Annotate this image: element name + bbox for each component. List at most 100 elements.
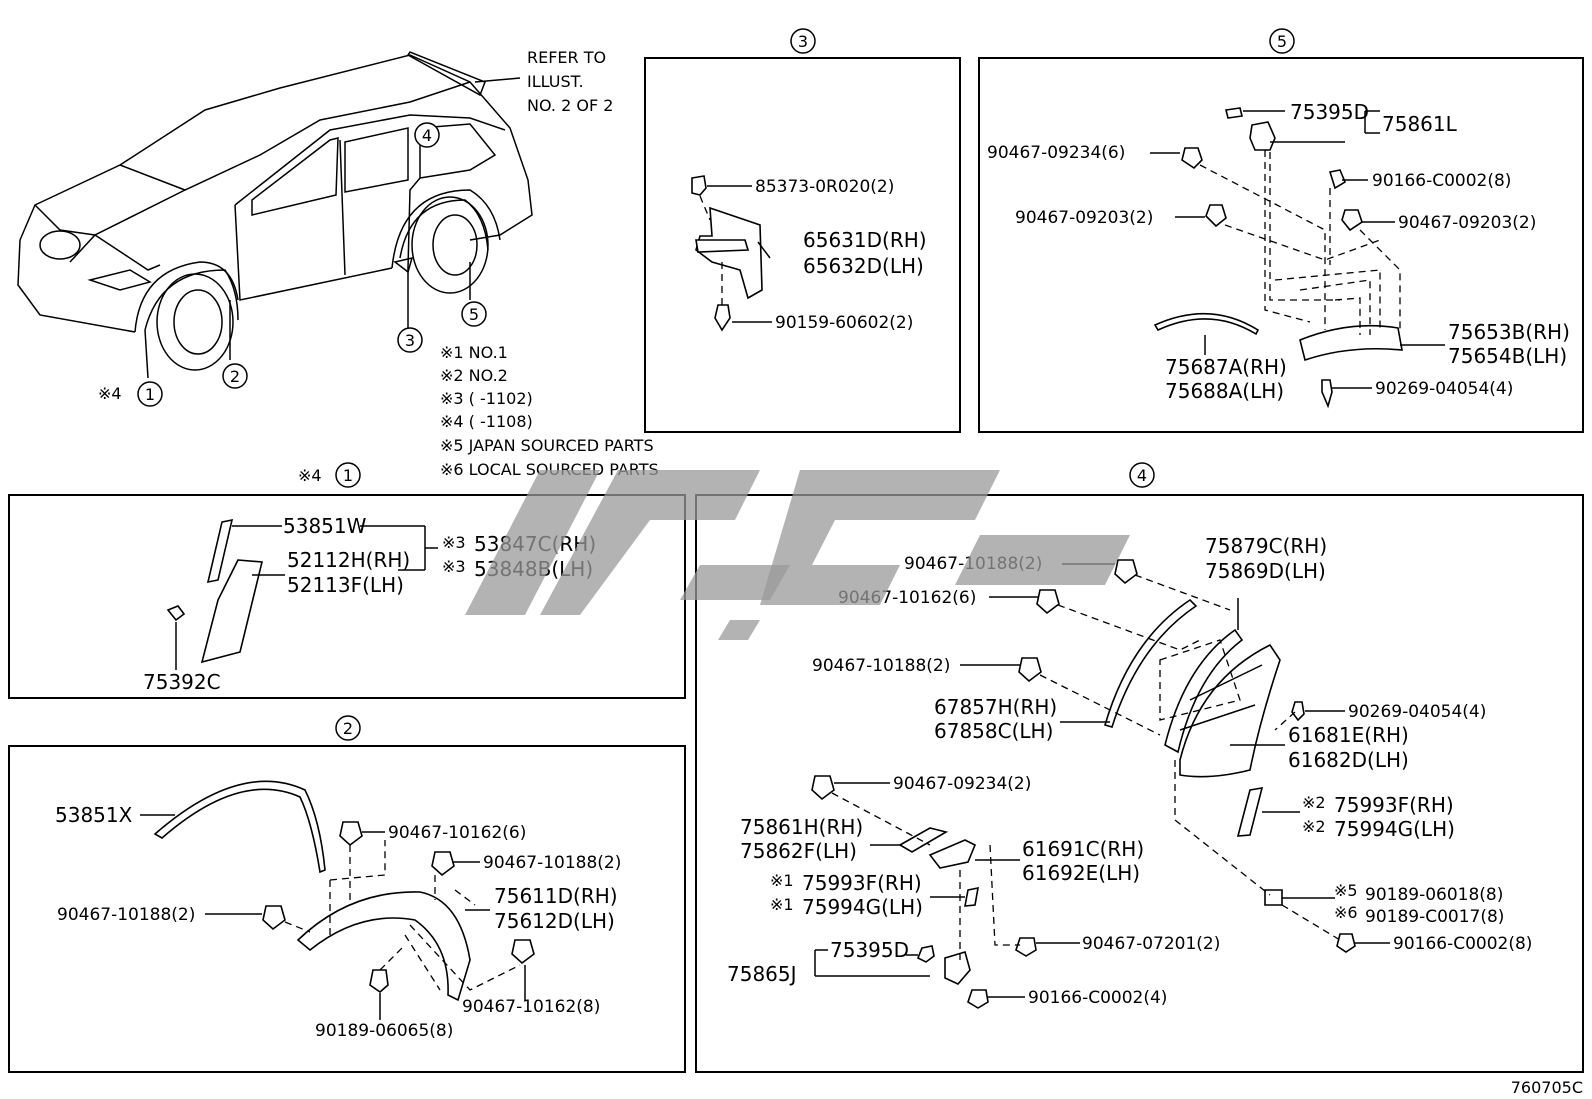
label-star6: ※6 <box>1334 903 1358 922</box>
label-75865j: 75865J <box>727 962 797 986</box>
label-90467-10188-p4b: 90467-10188(2) <box>812 656 950 676</box>
label-85373: 85373-0R020(2) <box>755 177 894 197</box>
label-53851w: 53851W <box>283 514 367 538</box>
moulding-67857h <box>1104 598 1198 728</box>
liner-75879c <box>1164 628 1244 754</box>
label-75994g-p4a: 75994G(LH) <box>1334 817 1455 841</box>
bracket-75865j <box>944 950 971 985</box>
panel-5: 5 75395D 75861L 90467-09234(6) <box>978 28 1584 433</box>
label-75869d: 75869D(LH) <box>1205 559 1326 583</box>
label-star2-a: ※2 <box>1302 793 1326 812</box>
label-67858c: 67858C(LH) <box>934 719 1053 743</box>
panel-2: 2 53851X 90467-10162(6) 90467-10188(2) 9… <box>8 715 686 1073</box>
label-90166-p5: 90166-C0002(8) <box>1372 171 1511 191</box>
label-90467-10162-b: 90467-10162(8) <box>462 997 600 1017</box>
panel-5-title-circle <box>1269 28 1295 54</box>
clip-part <box>691 175 707 196</box>
label-52113f: 52113F(LH) <box>287 573 404 597</box>
moulding-75861h <box>898 827 949 853</box>
panel-1-title: 1 <box>343 466 353 485</box>
label-90269-p5: 90269-04054(4) <box>1375 379 1513 399</box>
label-90166-c0002-4: 90166-C0002(4) <box>1028 988 1167 1008</box>
piece-61691c <box>928 839 977 869</box>
label-75862f: 75862F(LH) <box>740 839 857 863</box>
label-star5: ※5 <box>1334 881 1358 900</box>
diagram-code: 760705C <box>1511 1078 1583 1097</box>
panel-3-title-circle <box>790 28 816 54</box>
flare-61681e <box>1179 643 1281 778</box>
label-90166-c0002-8: 90166-C0002(8) <box>1393 934 1532 954</box>
panel-1-title-prefix: ※4 <box>298 466 322 485</box>
label-75654b: 75654B(LH) <box>1448 344 1567 368</box>
bracket-part <box>1249 121 1276 151</box>
panel-2-title-circle <box>335 715 361 741</box>
label-75392c: 75392C <box>143 670 221 694</box>
note-5: ※5 JAPAN SOURCED PARTS <box>440 436 654 455</box>
label-61682d: 61682D(LH) <box>1288 748 1409 772</box>
note-3: ※3 ( -1102) <box>440 389 533 408</box>
callout-2-circle <box>222 363 248 389</box>
label-75395d-p4: 75395D <box>830 938 909 962</box>
label-61691c: 61691C(RH) <box>1022 837 1144 861</box>
watermark-logo <box>465 470 1130 640</box>
label-53851x: 53851X <box>55 803 133 827</box>
label-67857h: 67857H(RH) <box>934 695 1057 719</box>
screw-part <box>714 304 731 332</box>
footnotes: ※1 NO.1 ※2 NO.2 ※3 ( -1102) ※4 ( -1108) … <box>440 343 659 479</box>
label-star3-b: ※3 <box>442 557 466 576</box>
callout-5-circle <box>461 301 487 327</box>
panel-1: ※4 1 53851W 52112H(RH) 52113F(LH) ※3 538… <box>8 462 686 699</box>
label-90467-09234-p4: 90467-09234(2) <box>893 774 1031 794</box>
label-90467-09203-left: 90467-09203(2) <box>1015 208 1153 228</box>
label-90189-c0017: 90189-C0017(8) <box>1365 907 1504 927</box>
note-4: ※4 ( -1108) <box>440 412 533 431</box>
panel-1-title-circle <box>335 462 361 488</box>
callout-1-label: 1 <box>145 385 155 404</box>
note-2: ※2 NO.2 <box>440 366 508 385</box>
label-65632d: 65632D(LH) <box>803 254 924 278</box>
callout-1-prefix: ※4 <box>98 384 122 403</box>
label-90467-10188-b: 90467-10188(2) <box>57 905 195 925</box>
label-75993f-p4a: 75993F(RH) <box>1334 793 1454 817</box>
callout-4-label: 4 <box>422 126 432 145</box>
callout-2-label: 2 <box>230 367 240 386</box>
mudguard-front-part <box>200 559 263 664</box>
note-1: ※1 NO.1 <box>440 343 508 362</box>
label-75653b: 75653B(RH) <box>1448 320 1570 344</box>
callout-3-label: 3 <box>405 331 415 350</box>
label-52112h: 52112H(RH) <box>287 548 410 572</box>
callout-1-circle <box>137 381 163 407</box>
label-star1-b: ※1 <box>770 895 794 914</box>
garnish-75993f <box>1236 787 1264 837</box>
mudguard-part <box>695 206 763 300</box>
label-61692e: 61692E(LH) <box>1022 861 1140 885</box>
callout-4-circle <box>414 122 440 148</box>
panel-4-title: 4 <box>1137 466 1147 485</box>
label-star1-a: ※1 <box>770 871 794 890</box>
label-65631d: 65631D(RH) <box>803 228 927 252</box>
label-75688a: 75688A(LH) <box>1165 379 1284 403</box>
label-90467-09203-right: 90467-09203(2) <box>1398 213 1536 233</box>
panel-4: 4 <box>695 462 1584 1073</box>
panel-3: 3 85373-0R020(2) 65631D(RH) 65632D(LH) 9… <box>644 28 961 433</box>
label-75612d: 75612D(LH) <box>494 909 615 933</box>
moulding-53851x <box>153 780 326 874</box>
label-90467-10162-a: 90467-10162(6) <box>388 823 526 843</box>
label-star3-a: ※3 <box>442 533 466 552</box>
flare-front-part <box>296 891 471 1002</box>
refer-note-line-1: REFER TO <box>527 48 606 67</box>
label-75861l: 75861L <box>1382 112 1458 136</box>
label-90467-10188-a: 90467-10188(2) <box>483 853 621 873</box>
label-61681e: 61681E(RH) <box>1288 723 1409 747</box>
panel-5-title: 5 <box>1277 32 1287 51</box>
label-star2-b: ※2 <box>1302 817 1326 836</box>
panel-3-title: 3 <box>798 32 808 51</box>
label-90467-09234-p5: 90467-09234(6) <box>987 143 1125 163</box>
label-90269-p4: 90269-04054(4) <box>1348 702 1486 722</box>
callout-3-circle <box>397 327 423 353</box>
label-75994g-p4b: 75994G(LH) <box>802 895 923 919</box>
label-90159: 90159-60602(2) <box>775 313 913 333</box>
label-75993f-p4b: 75993F(RH) <box>802 871 922 895</box>
overview-callouts: REFER TO ILLUST. NO. 2 OF 2 1 ※4 2 3 4 5 <box>98 48 613 407</box>
